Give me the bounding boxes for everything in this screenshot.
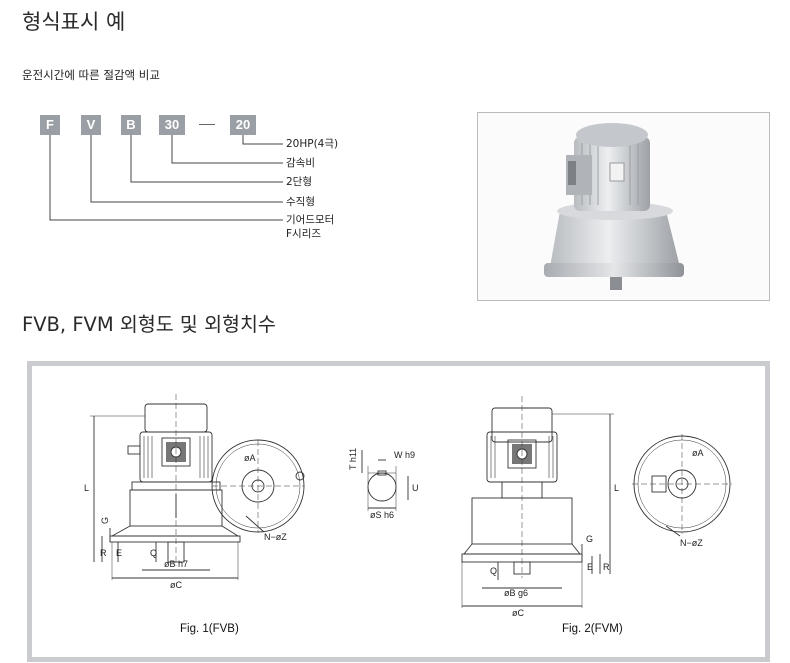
code-box-power: 20	[230, 115, 256, 135]
fig1-dim-b: øB h7	[164, 559, 188, 569]
fig2-dim-e: E	[587, 562, 593, 572]
code-box-v: V	[81, 115, 101, 135]
code-box-f: F	[40, 115, 60, 135]
fig2-dim-r: R	[603, 562, 610, 572]
fig2-dim-b: øB g6	[504, 588, 528, 598]
code-leader-lines	[49, 135, 283, 221]
fig1-dim-g: G	[100, 517, 110, 524]
code-dash	[199, 124, 215, 125]
section-title: FVB, FVM 외형도 및 외형치수	[22, 313, 276, 336]
code-label-geared-motor: 기어드모터	[286, 214, 335, 226]
code-box-ratio: 30	[159, 115, 185, 135]
shaft-dim-t: T h11	[348, 448, 358, 470]
dimension-drawings: L G R E Q øB h7 øC øA N−øZ W h9 T h11 U …	[84, 394, 732, 618]
code-box-b: B	[121, 115, 141, 135]
fig1-dim-a: øA	[244, 453, 256, 463]
subtitle: 운전시간에 따른 절감액 비교	[22, 68, 160, 82]
code-label-ratio: 감속비	[286, 157, 315, 169]
fig1-dim-c: øC	[170, 580, 182, 590]
fig2-caption: Fig. 2(FVM)	[562, 623, 623, 635]
fig2-dim-nz: N−øZ	[680, 538, 703, 548]
shaft-dim-s: øS h6	[370, 510, 394, 520]
fig1-dim-e: E	[116, 548, 122, 558]
fig2-dim-q: Q	[490, 566, 497, 576]
fig1-caption: Fig. 1(FVB)	[180, 623, 239, 635]
fig2-dim-a: øA	[692, 448, 704, 458]
code-label-vertical: 수직형	[286, 196, 315, 208]
dimension-drawing-frame: L G R E Q øB h7 øC øA N−øZ W h9 T h11 U …	[27, 361, 770, 662]
fig1-dim-r: R	[100, 548, 107, 558]
code-label-stage: 2단형	[286, 176, 313, 188]
fig2-dim-g: G	[586, 534, 593, 544]
fig2-dim-c: øC	[512, 608, 524, 618]
fig1-dim-l: L	[84, 483, 89, 493]
product-photo	[477, 112, 770, 301]
fig1-dim-q: Q	[150, 548, 157, 558]
page-title: 형식표시 예	[22, 10, 126, 34]
shaft-dim-w: W h9	[394, 450, 415, 460]
fig2-dim-l: L	[614, 483, 619, 493]
code-label-series: F시리즈	[286, 228, 322, 240]
fig1-dim-nz: N−øZ	[264, 532, 287, 542]
shaft-dim-u: U	[412, 483, 419, 493]
code-label-power: 20HP(4극)	[286, 138, 339, 150]
